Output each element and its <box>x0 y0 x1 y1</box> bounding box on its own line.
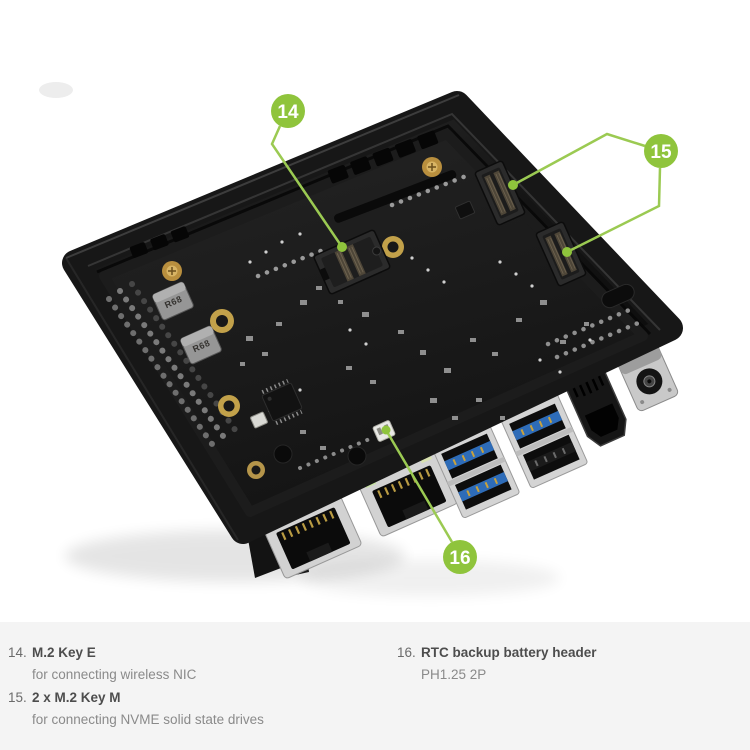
standoff <box>382 236 404 258</box>
small-ic-2 <box>250 411 268 429</box>
rim-inner-highlight <box>87 112 661 331</box>
legend-item-number: 14. <box>8 645 27 660</box>
legend-item-title: M.2 Key E <box>32 645 96 660</box>
callout-badge-14: 14 <box>271 94 305 128</box>
pcb-holes <box>273 444 367 466</box>
legend-panel: 14. M.2 Key E for connecting wireless NI… <box>0 622 750 750</box>
legend-item-description: for connecting wireless NIC <box>32 667 197 682</box>
gpio-header <box>106 281 241 454</box>
enclosure-vents <box>129 130 635 309</box>
m2-key-m-slot-1 <box>474 160 526 226</box>
callouts <box>270 125 662 543</box>
screw <box>162 261 182 281</box>
legend-column-left: 14. M.2 Key E for connecting wireless NI… <box>8 642 379 750</box>
small-ic <box>455 200 475 220</box>
main-ic-chip <box>261 378 303 426</box>
top-edge-highlight <box>65 94 460 259</box>
inductor-r68-1: R68 <box>152 281 194 321</box>
legend-item-description: for connecting NVME solid state drives <box>32 712 264 727</box>
standoff <box>247 461 265 479</box>
legend-item-number: 16. <box>397 645 416 660</box>
callout-16-number: 16 <box>449 548 470 569</box>
legend-item-14: 14. M.2 Key E for connecting wireless NI… <box>8 642 379 686</box>
callout-badge-15: 15 <box>644 134 678 168</box>
callout-16-line <box>384 429 454 543</box>
inductor-r68-2: R68 <box>180 325 222 365</box>
solder-pad-rows <box>255 173 646 470</box>
standoff <box>210 309 234 333</box>
callout-15-number: 15 <box>650 142 672 163</box>
board-photo: R68 R68 <box>39 82 683 596</box>
callout-14-dot <box>337 242 347 252</box>
callout-15-dot-a <box>508 180 518 190</box>
legend-item-description: PH1.25 2P <box>421 667 487 682</box>
screw <box>422 157 442 177</box>
callout-16-dot <box>381 425 391 435</box>
callout-14-line <box>270 125 344 248</box>
legend-item-number: 15. <box>8 690 27 705</box>
watermark <box>39 82 73 98</box>
m2-key-m-slot-2 <box>535 221 587 287</box>
standoff <box>218 395 240 417</box>
legend-column-right: 16. RTC backup battery header PH1.25 2P <box>379 642 750 750</box>
legend-item-title: 2 x M.2 Key M <box>32 690 121 705</box>
legend-item-title: RTC backup battery header <box>421 645 597 660</box>
callout-15-dot-b <box>562 247 572 257</box>
smd-components <box>240 286 589 450</box>
board-photo-svg: R68 R68 <box>39 82 683 596</box>
callout-badges: 14 15 16 <box>271 94 678 574</box>
legend-item-15: 15. 2 x M.2 Key M for connecting NVME so… <box>8 687 379 731</box>
callout-badge-16: 16 <box>443 540 477 574</box>
rim-bumper <box>601 283 635 309</box>
left-edge-highlight <box>65 257 239 541</box>
callout-14-number: 14 <box>277 102 299 123</box>
callout-15-line-a <box>512 132 646 187</box>
legend-item-16: 16. RTC backup battery header PH1.25 2P <box>397 642 750 686</box>
m2-key-e-slot <box>313 229 391 295</box>
screws-standoffs <box>162 157 442 479</box>
callout-15-line-b <box>566 167 662 254</box>
solder-dots <box>248 232 592 392</box>
